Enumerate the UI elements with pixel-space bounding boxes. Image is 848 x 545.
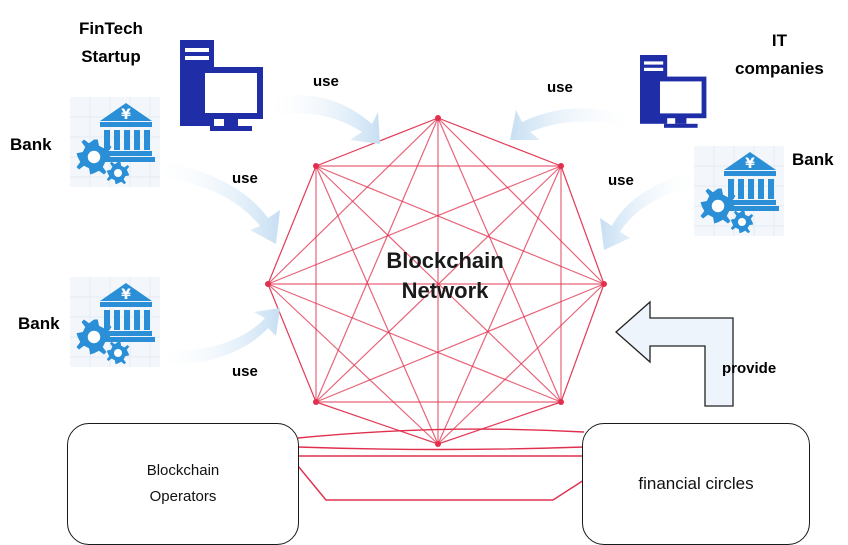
network-edge bbox=[560, 283, 605, 403]
yen-symbol: ¥ bbox=[121, 287, 131, 303]
financial-circles-box: financial circles bbox=[582, 423, 810, 545]
network-node bbox=[435, 441, 441, 447]
it-label-line2: companies bbox=[735, 59, 824, 78]
network-edge bbox=[267, 283, 562, 403]
network-node bbox=[313, 399, 319, 405]
network-edge bbox=[560, 165, 605, 285]
provide-label: provide bbox=[722, 360, 777, 377]
use-label-fintech: use bbox=[313, 73, 339, 90]
use-label-bank-left-top: use bbox=[232, 170, 258, 187]
computer-icon bbox=[640, 55, 704, 128]
network-edge bbox=[267, 165, 562, 285]
operators-label-line1: Blockchain bbox=[146, 462, 220, 479]
bank-label-left-bottom: Bank bbox=[18, 314, 60, 333]
network-label-line1: Blockchain bbox=[386, 248, 504, 273]
network-node bbox=[265, 281, 271, 287]
fintech-startup-label: FinTech Startup bbox=[79, 15, 143, 71]
network-edge bbox=[267, 165, 317, 285]
financial-circles-label: financial circles bbox=[638, 474, 754, 493]
use-arrows bbox=[150, 95, 700, 365]
network-edge bbox=[315, 117, 439, 403]
network-edges bbox=[267, 117, 605, 445]
arrow-bank-right bbox=[600, 170, 700, 250]
network-edge bbox=[315, 401, 439, 445]
operators-label-line2: Operators bbox=[149, 488, 217, 505]
network-edge bbox=[315, 165, 562, 403]
network-node bbox=[558, 399, 564, 405]
bank-icon bbox=[70, 277, 160, 367]
network-label-line2: Network bbox=[401, 278, 489, 303]
network-edge bbox=[437, 117, 562, 167]
diagram-canvas: ¥ ¥ ¥ bbox=[0, 0, 848, 501]
network-node bbox=[313, 163, 319, 169]
operator-connections bbox=[297, 428, 585, 501]
network-nodes bbox=[265, 115, 607, 447]
network-edge bbox=[267, 283, 439, 445]
yen-symbol: ¥ bbox=[121, 107, 131, 123]
bank-label-left-top: Bank bbox=[10, 135, 52, 154]
arrow-bank-left-bottom bbox=[152, 308, 280, 365]
fintech-label-line2: Startup bbox=[81, 47, 141, 66]
bank-icon bbox=[694, 146, 784, 236]
network-edge bbox=[437, 117, 605, 285]
provide-arrow bbox=[615, 300, 734, 407]
computer-icon bbox=[180, 40, 260, 131]
network-edge bbox=[437, 401, 562, 445]
fintech-label-line1: FinTech bbox=[79, 19, 143, 38]
network-node bbox=[435, 115, 441, 121]
network-edge bbox=[315, 165, 439, 445]
network-edge bbox=[315, 283, 605, 403]
use-label-it: use bbox=[547, 79, 573, 96]
use-label-bank-right: use bbox=[608, 172, 634, 189]
bank-icon bbox=[70, 97, 160, 187]
network-edge bbox=[437, 165, 562, 445]
network-edge bbox=[315, 165, 605, 285]
arrow-it bbox=[510, 108, 640, 140]
arrow-fintech bbox=[262, 95, 380, 144]
network-edge bbox=[437, 117, 562, 403]
network-node bbox=[558, 163, 564, 169]
blockchain-operators-box: Blockchain Operators bbox=[67, 423, 299, 545]
network-label: Blockchain Network bbox=[330, 246, 560, 306]
bank-label-right: Bank bbox=[792, 150, 834, 169]
arrow-bank-left-top bbox=[150, 160, 280, 244]
it-label-line1: IT bbox=[771, 31, 787, 50]
it-companies-label: IT companies bbox=[735, 27, 824, 83]
network-edge bbox=[267, 283, 317, 403]
network-node bbox=[601, 281, 607, 287]
use-label-bank-left-bottom: use bbox=[232, 363, 258, 380]
yen-symbol: ¥ bbox=[745, 156, 755, 172]
